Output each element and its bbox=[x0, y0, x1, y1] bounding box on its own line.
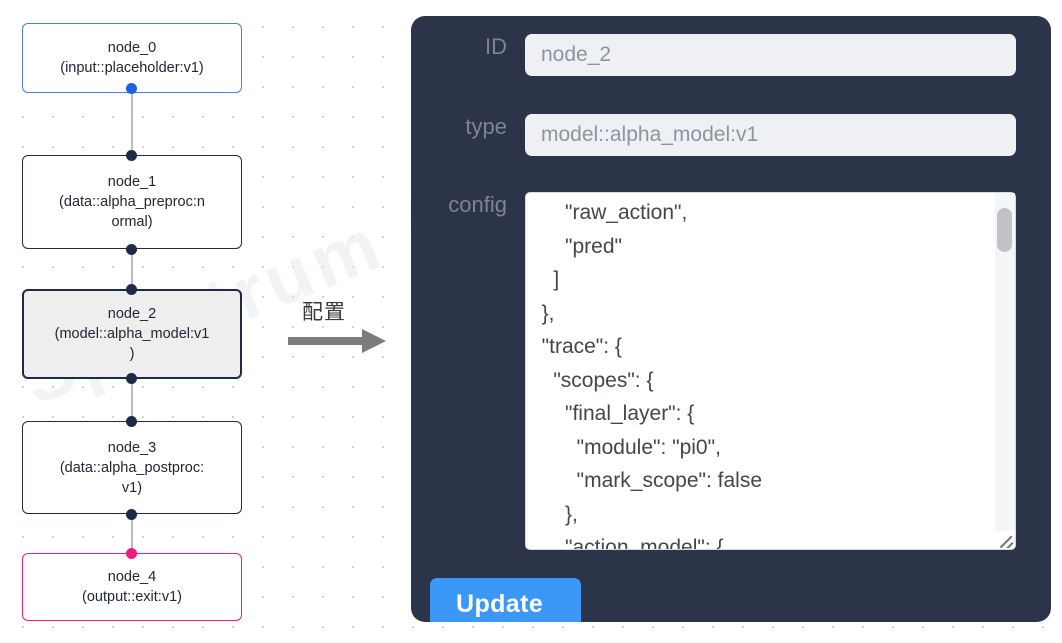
node-subtitle: (output::exit:v1) bbox=[82, 589, 182, 605]
node-title: node_4 bbox=[107, 569, 157, 585]
config-textarea-wrapper: "raw_action", "pred" ] }, "trace": { "sc… bbox=[525, 192, 1016, 550]
node-title: node_1 bbox=[107, 174, 157, 190]
port-node_4-in[interactable] bbox=[126, 548, 137, 559]
edge-node3-node4 bbox=[131, 509, 133, 551]
config-scrollbar-track[interactable] bbox=[995, 193, 1015, 531]
field-row-type: type bbox=[425, 114, 1016, 156]
resize-handle-icon[interactable] bbox=[995, 529, 1014, 548]
node-subtitle: v1) bbox=[121, 479, 143, 496]
field-row-config: config "raw_action", "pred" ] }, "trace"… bbox=[425, 192, 1016, 550]
node-subtitle: (data::alpha_postproc: bbox=[59, 459, 205, 476]
port-node_0-out[interactable] bbox=[126, 83, 137, 94]
type-input[interactable] bbox=[525, 114, 1016, 156]
edge-node2-node3 bbox=[131, 373, 133, 421]
port-node_1-in[interactable] bbox=[126, 150, 137, 161]
graph-node-node_2[interactable]: node_2 (model::alpha_model:v1 ) bbox=[22, 289, 242, 379]
graph-node-node_1[interactable]: node_1 (data::alpha_preproc:n ormal) bbox=[22, 155, 242, 249]
port-node_1-out[interactable] bbox=[126, 244, 137, 255]
update-button[interactable]: Update bbox=[430, 578, 581, 622]
arrow-label: 配置 bbox=[302, 301, 346, 324]
id-input[interactable] bbox=[525, 34, 1016, 76]
edge-node0-node1 bbox=[131, 88, 133, 160]
node-graph-canvas[interactable]: node_0 (input::placeholder:v1) node_1 (d… bbox=[0, 0, 400, 643]
arrow-shaft-icon bbox=[288, 337, 366, 345]
config-flow-arrow-group: 配置 bbox=[288, 296, 398, 366]
node-subtitle: ormal) bbox=[111, 214, 153, 230]
type-field-label: type bbox=[465, 114, 507, 139]
node-title: node_3 bbox=[107, 439, 157, 456]
port-node_2-out[interactable] bbox=[126, 373, 137, 384]
config-field-label: config bbox=[448, 192, 507, 217]
node-config-panel: ID type config "raw_action", "pred" ] },… bbox=[411, 16, 1051, 622]
port-node_2-in[interactable] bbox=[126, 284, 137, 295]
node-subtitle: ) bbox=[129, 346, 135, 362]
node-title: node_0 bbox=[107, 40, 157, 56]
graph-node-node_0[interactable]: node_0 (input::placeholder:v1) bbox=[22, 23, 242, 93]
node-title: node_2 bbox=[107, 306, 157, 322]
graph-node-node_4[interactable]: node_4 (output::exit:v1) bbox=[22, 553, 242, 621]
config-textarea[interactable]: "raw_action", "pred" ] }, "trace": { "sc… bbox=[525, 192, 1016, 550]
port-node_3-out[interactable] bbox=[126, 509, 137, 520]
node-subtitle: (model::alpha_model:v1 bbox=[54, 326, 210, 342]
arrow-head-icon bbox=[362, 329, 386, 353]
field-row-id: ID bbox=[425, 34, 1016, 76]
node-subtitle: (data::alpha_preproc:n bbox=[59, 194, 205, 210]
config-scrollbar-thumb[interactable] bbox=[997, 208, 1012, 252]
edge-node1-node2 bbox=[131, 244, 133, 294]
node-subtitle: (input::placeholder:v1) bbox=[60, 60, 204, 76]
id-field-label: ID bbox=[485, 34, 507, 59]
graph-node-node_3[interactable]: node_3 (data::alpha_postproc: v1) bbox=[22, 421, 242, 514]
port-node_3-in[interactable] bbox=[126, 416, 137, 427]
